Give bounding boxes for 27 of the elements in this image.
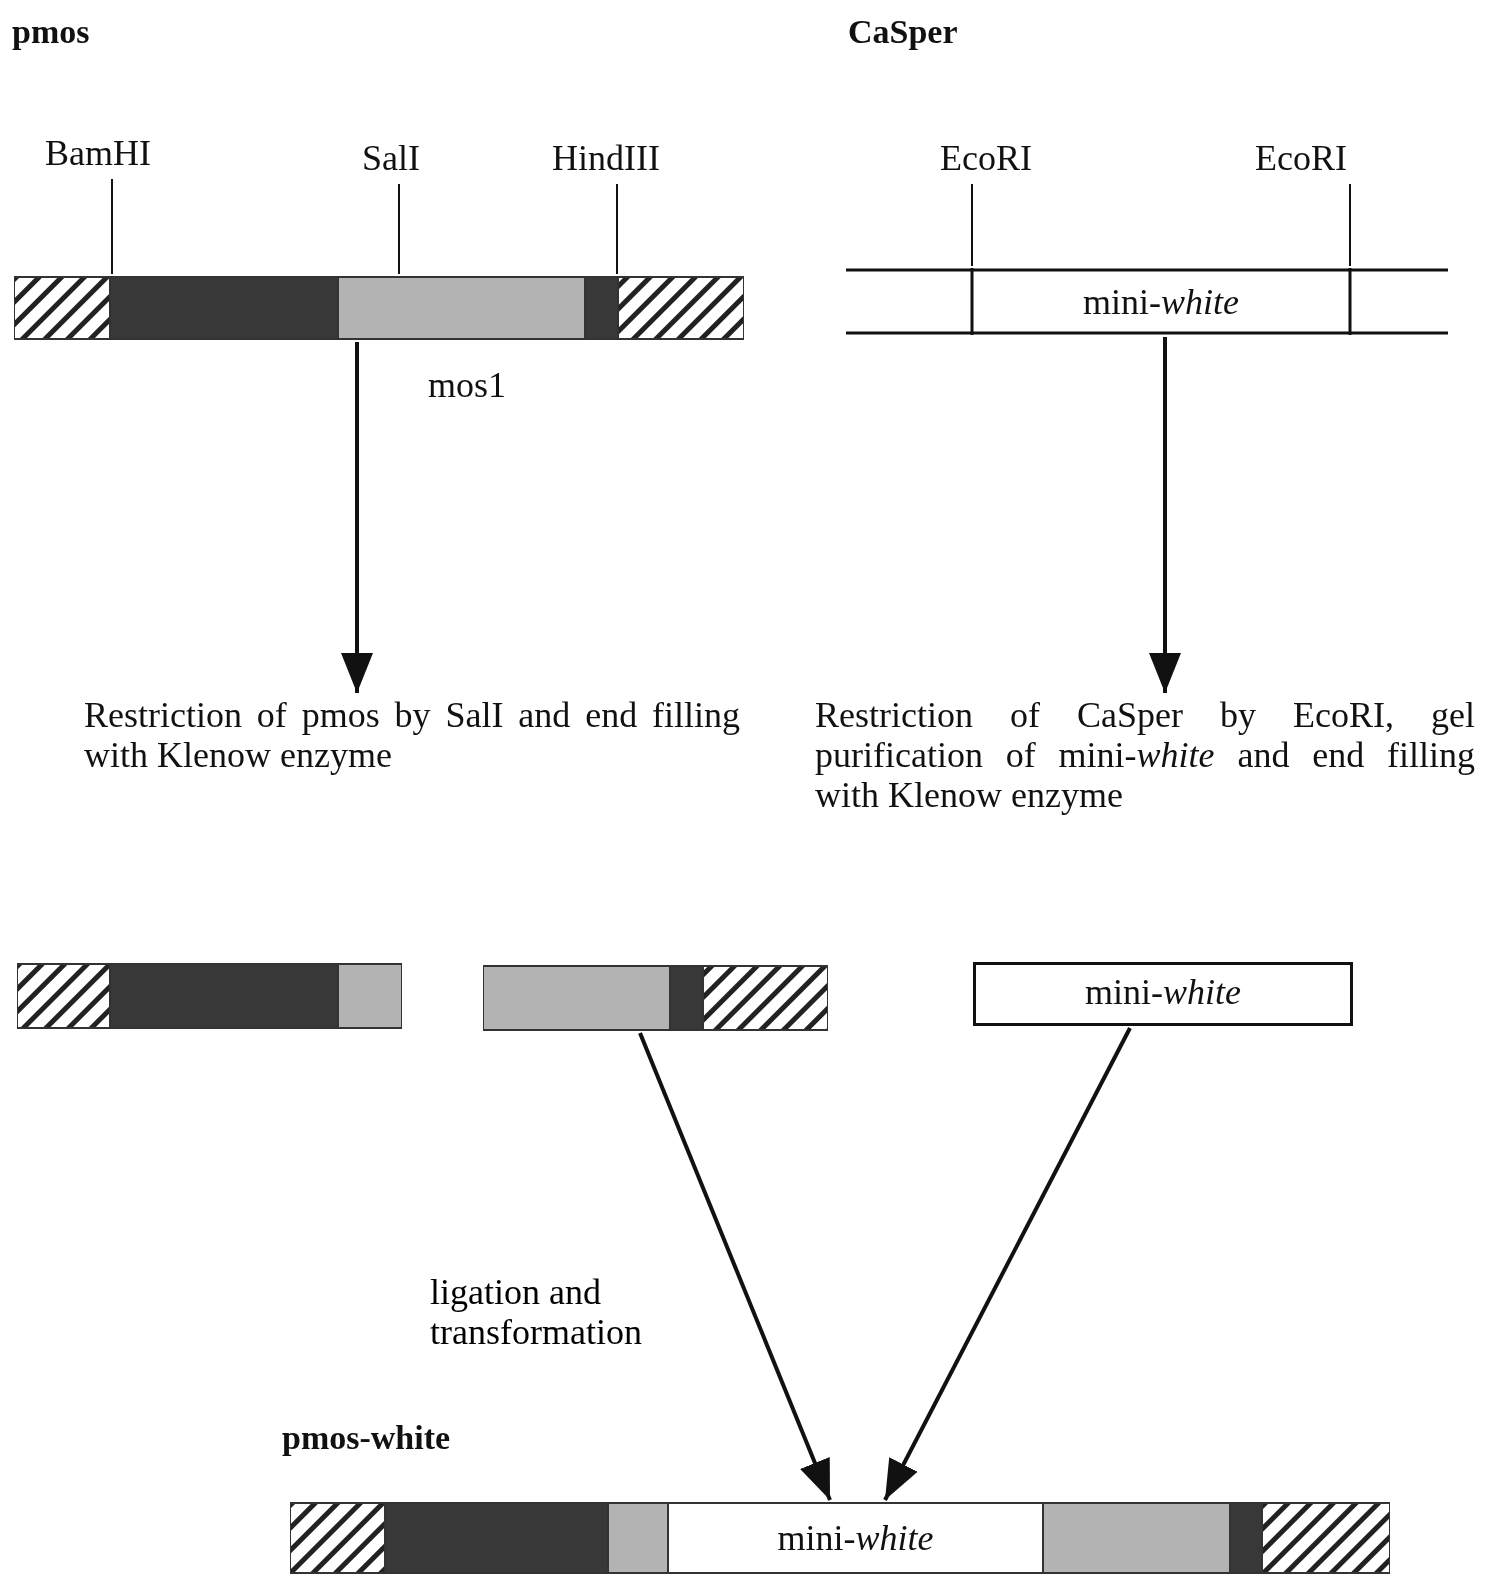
- gene-fragment-box: mini-white: [973, 962, 1353, 1026]
- leader-line: [1349, 183, 1351, 267]
- restriction-site-label: HindIII: [552, 138, 682, 182]
- leader-line: [398, 183, 400, 275]
- dna-construct-drawing: [14, 276, 744, 340]
- arrow: [638, 1032, 832, 1501]
- construct-title: pmos: [12, 12, 90, 52]
- restriction-site-label: BamHI: [45, 133, 175, 177]
- leader-line: [616, 183, 618, 275]
- construct-title: pmos-white: [282, 1418, 451, 1458]
- restriction-site-label: EcoRI: [940, 138, 1052, 182]
- gene-label: mini-white: [777, 1518, 934, 1558]
- arrow: [341, 342, 373, 693]
- arrow: [1149, 337, 1181, 693]
- step-description: Restriction of pmos by SalI and end filling with Klenow enzyme: [84, 695, 740, 779]
- arrow: [883, 1027, 1132, 1501]
- dna-construct-drawing: [483, 965, 828, 1031]
- restriction-site-label: EcoRI: [1255, 138, 1367, 182]
- dna-construct-drawing: [290, 1502, 1390, 1574]
- leader-line: [971, 183, 973, 267]
- step-description: Restriction of CaSper by EcoRI, gel purification of mini-white and end filling with Klenow enzyme: [815, 695, 1475, 821]
- leader-line: [111, 178, 113, 275]
- restriction-site-label: SalI: [362, 138, 438, 182]
- dna-construct-drawing: [17, 963, 402, 1029]
- gene-label: mos1: [428, 365, 506, 405]
- gene-label: mini-white: [1083, 281, 1239, 322]
- construct-title: CaSper: [848, 12, 958, 52]
